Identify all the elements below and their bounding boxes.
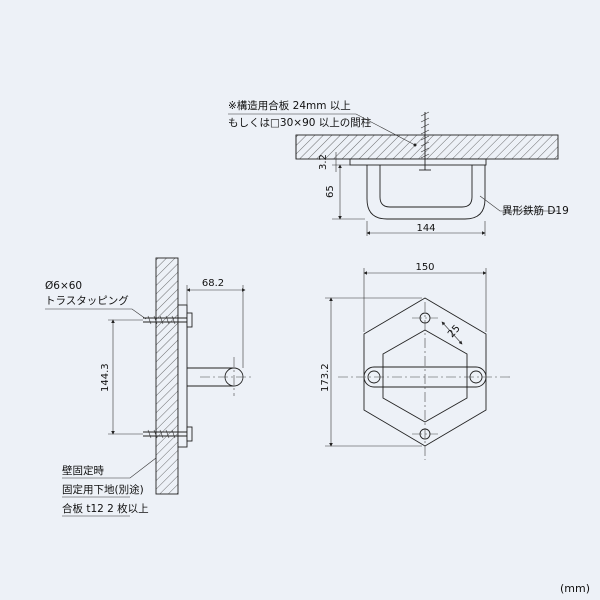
- dim-width: 144: [416, 223, 435, 234]
- note-line2: もしくは□30×90 以上の間柱: [228, 116, 372, 129]
- dim-hex-side: 25: [446, 323, 463, 340]
- screw-label-line2: トラスタッピング: [45, 294, 129, 307]
- wall-note-line2: 固定用下地(別途): [62, 483, 144, 496]
- top-view: ※構造用合板 24mm 以上 もしくは□30×90 以上の間柱 3.2 65 1…: [228, 99, 569, 236]
- screw-label-line1: Ø6×60: [45, 280, 82, 292]
- wall-board: [155, 257, 179, 495]
- unit-label: (mm): [560, 582, 590, 595]
- dim-plate-thickness: 3.2: [318, 154, 329, 170]
- wall-note-line1: 壁固定時: [62, 464, 104, 477]
- dim-plate-height: 173.2: [320, 363, 331, 392]
- rebar-u-shape: [366, 165, 486, 220]
- dim-height: 65: [325, 185, 336, 198]
- handle-rod: [187, 367, 234, 387]
- ceiling-board: [295, 134, 559, 160]
- screw-icon: [143, 426, 193, 442]
- dim-screw-pitch: 144.3: [100, 363, 111, 392]
- dim-projection: 68.2: [202, 278, 224, 289]
- dim-plate-width: 150: [415, 262, 434, 273]
- base-plate: [349, 158, 487, 166]
- rebar-label: 異形鉄筋 D19: [502, 204, 569, 217]
- side-view: 68.2 Ø6×60 トラスタッピング 144.3 壁固定時 固定用下地(別途)…: [45, 257, 254, 517]
- screw-icon: [143, 312, 193, 328]
- screw-icon: [419, 111, 431, 171]
- front-view: 150 173.2 25: [320, 262, 512, 460]
- note-line1: ※構造用合板 24mm 以上: [228, 99, 351, 112]
- mounting-plate: [177, 304, 188, 448]
- wall-note-line3: 合板 t12 2 枚以上: [62, 502, 149, 515]
